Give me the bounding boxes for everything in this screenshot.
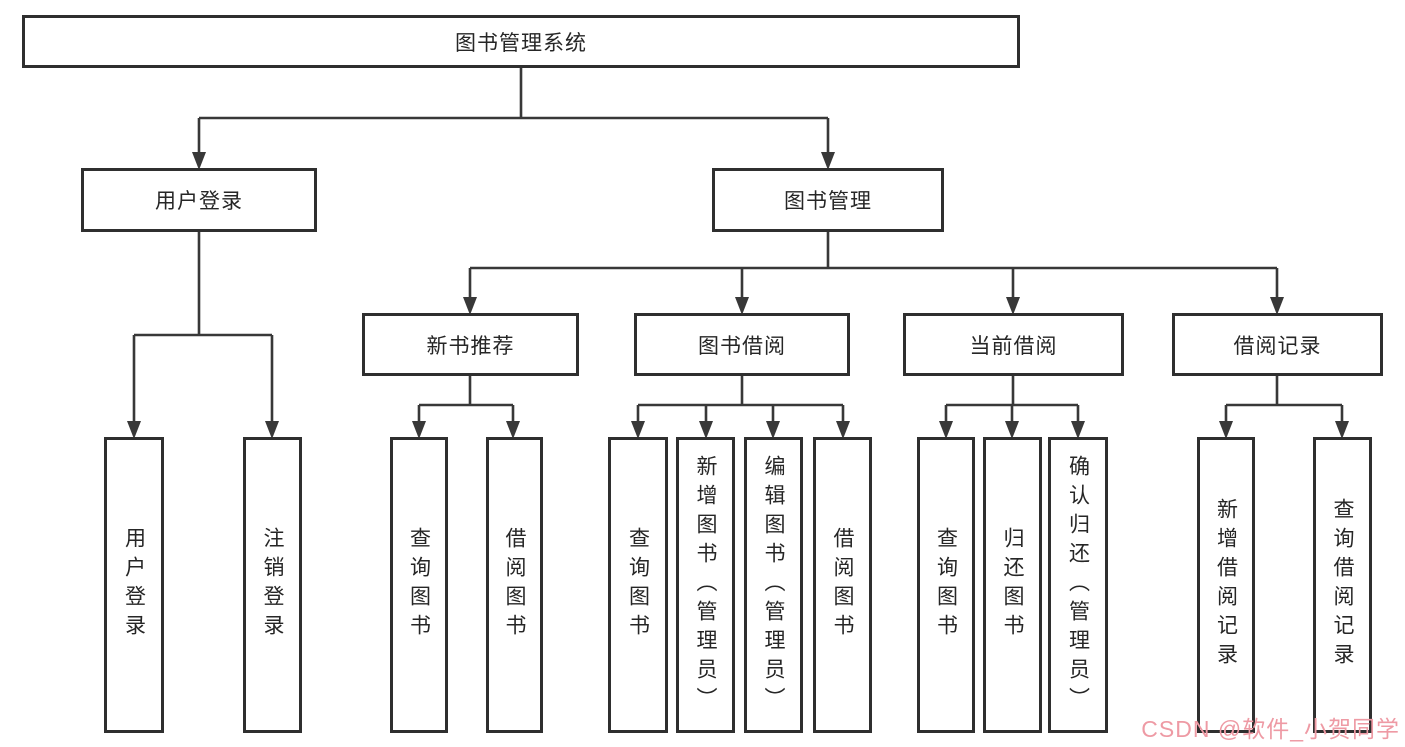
arrow-icon: [1219, 421, 1233, 439]
arrow-icon: [265, 421, 279, 439]
leaf-edit-book-admin: 编辑图书（管理员）: [744, 437, 803, 733]
leaf-return-book: 归还图书: [983, 437, 1042, 733]
arrow-icon: [192, 152, 206, 170]
arrow-icon: [1005, 421, 1019, 439]
arrow-icon: [735, 297, 749, 315]
leaf-add-book-admin: 新增图书（管理员）: [676, 437, 735, 733]
leaf-query-borrow-record: 查询借阅记录: [1313, 437, 1372, 733]
arrow-icon: [699, 421, 713, 439]
node-new-book-recommendation: 新书推荐: [362, 313, 579, 376]
arrow-icon: [506, 421, 520, 439]
arrow-icon: [463, 297, 477, 315]
leaf-confirm-return-admin: 确认归还（管理员）: [1048, 437, 1108, 733]
arrow-icon: [1270, 297, 1284, 315]
node-book-borrowing: 图书借阅: [634, 313, 850, 376]
arrow-icon: [412, 421, 426, 439]
leaf-borrow-books-2: 借阅图书: [813, 437, 872, 733]
arrow-icon: [1071, 421, 1085, 439]
arrow-icon: [127, 421, 141, 439]
node-user-login: 用户登录: [81, 168, 317, 232]
arrow-icon: [766, 421, 780, 439]
leaf-user-login: 用户登录: [104, 437, 164, 733]
node-borrowing-records: 借阅记录: [1172, 313, 1383, 376]
node-book-management: 图书管理: [712, 168, 944, 232]
arrow-icon: [631, 421, 645, 439]
leaf-query-books-3: 查询图书: [917, 437, 975, 733]
csdn-watermark: CSDN @软件_小贺同学: [1141, 716, 1400, 742]
leaf-query-books-2: 查询图书: [608, 437, 668, 733]
node-library-management-system: 图书管理系统: [22, 15, 1020, 68]
tree-connector-path: [132, 68, 1344, 423]
arrowheads: [127, 152, 1349, 439]
node-current-borrowing: 当前借阅: [903, 313, 1124, 376]
arrow-icon: [939, 421, 953, 439]
arrow-icon: [1006, 297, 1020, 315]
leaf-borrow-books: 借阅图书: [486, 437, 543, 733]
arrow-icon: [821, 152, 835, 170]
arrow-icon: [836, 421, 850, 439]
arrow-icon: [1335, 421, 1349, 439]
leaf-add-borrow-record: 新增借阅记录: [1197, 437, 1255, 733]
leaf-logout: 注销登录: [243, 437, 302, 733]
leaf-query-books: 查询图书: [390, 437, 448, 733]
